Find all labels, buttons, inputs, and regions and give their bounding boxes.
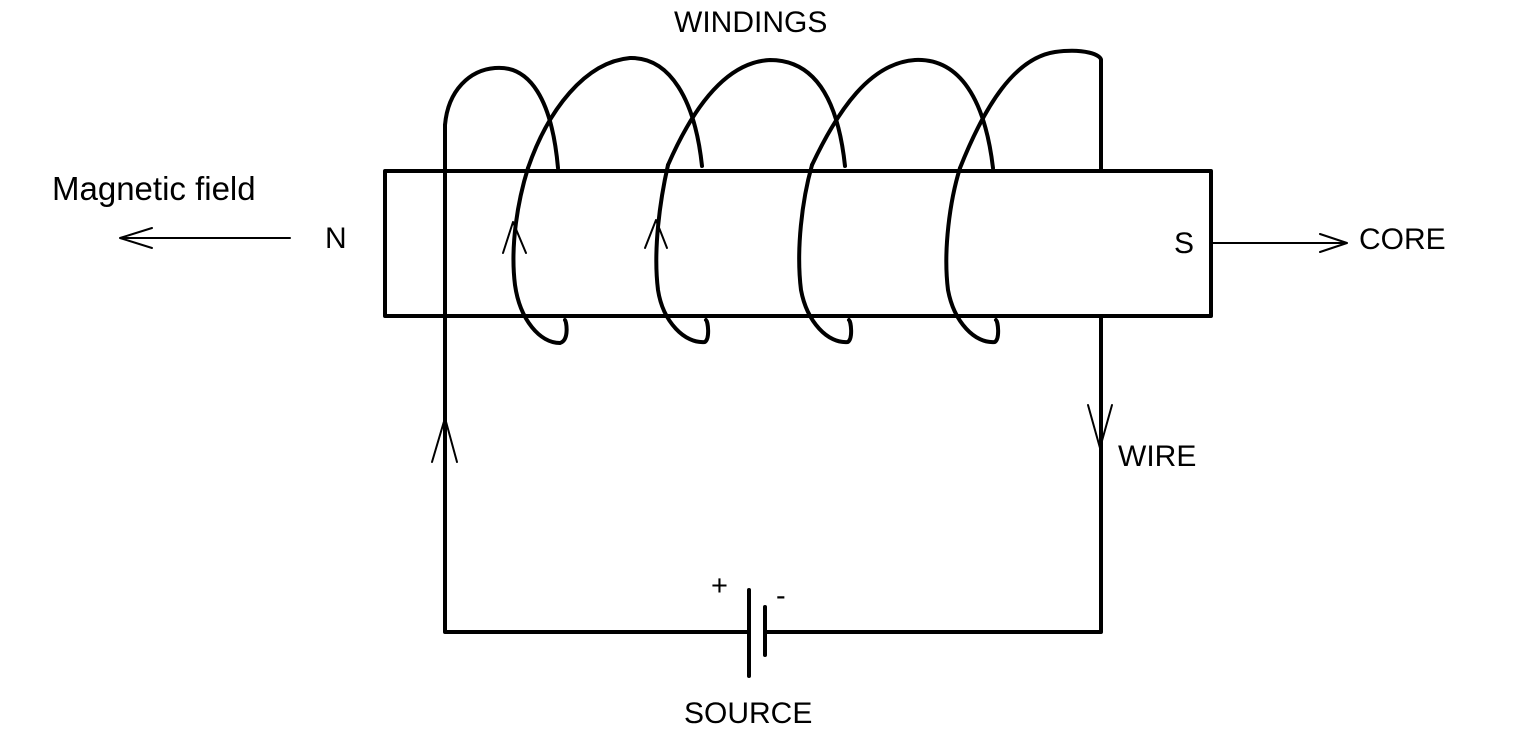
winding-front-3	[797, 163, 854, 345]
positive-terminal-label: +	[711, 570, 728, 602]
south-pole-label: S	[1174, 227, 1195, 260]
circuit-wire-right	[763, 58, 1103, 634]
winding-arrow-1	[502, 221, 527, 254]
magnetic-field-label: Magnetic field	[52, 170, 256, 207]
magnetic-field-arrow	[119, 227, 291, 249]
current-arrow-down	[1087, 404, 1113, 449]
core-label: CORE	[1359, 223, 1446, 256]
winding-front-1	[511, 166, 569, 345]
winding-top-2	[526, 55, 704, 170]
source-label: SOURCE	[684, 697, 813, 730]
winding-top-3	[666, 58, 847, 168]
winding-front-4	[944, 166, 1001, 345]
winding-top-4	[810, 57, 995, 170]
winding-front-2	[654, 163, 711, 345]
core-pointer-arrow	[1210, 233, 1348, 253]
current-arrow-up	[431, 417, 458, 463]
north-pole-label: N	[325, 222, 347, 255]
windings-label: WINDINGS	[674, 6, 828, 39]
circuit-wire-left	[443, 123, 751, 634]
negative-terminal-label: -	[776, 580, 786, 612]
wire-label: WIRE	[1118, 440, 1197, 473]
winding-top-5	[958, 48, 1103, 170]
winding-arrow-2	[644, 219, 668, 249]
winding-top-1	[443, 65, 560, 170]
